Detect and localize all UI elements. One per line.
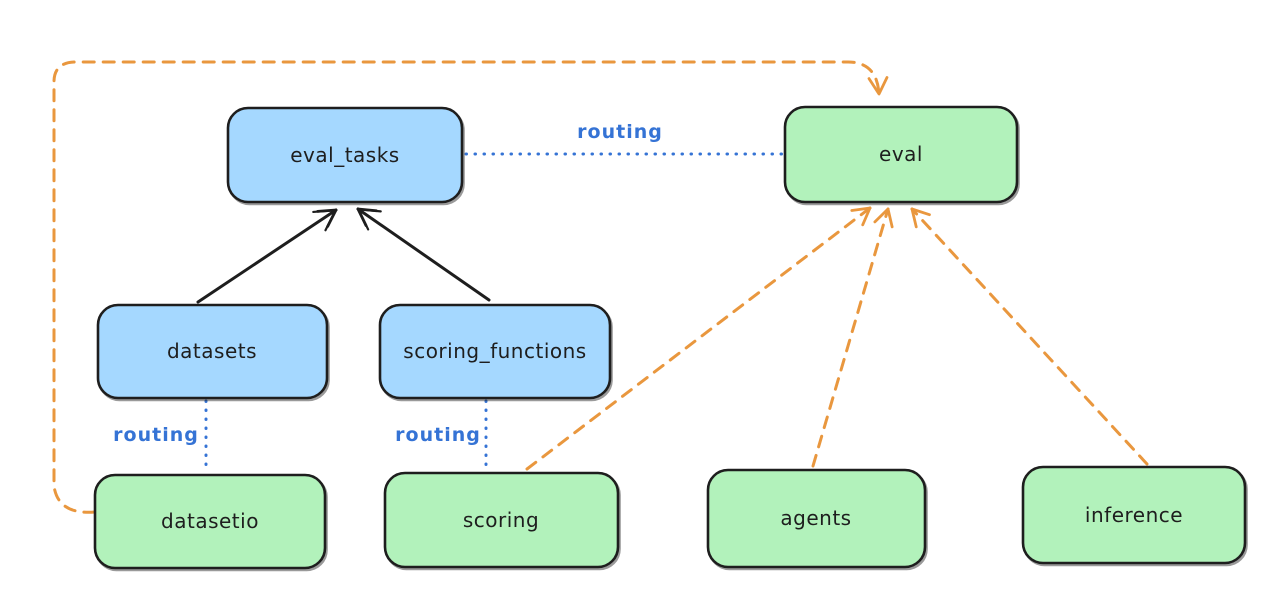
node-eval: eval xyxy=(783,105,1020,206)
node-inference-label: inference xyxy=(1085,503,1183,527)
edge-scoring_functions-to-eval_tasks xyxy=(356,207,491,302)
node-scoring-label: scoring xyxy=(463,508,539,532)
node-agents-box xyxy=(706,468,927,569)
node-eval-box xyxy=(783,105,1019,204)
node-scoring-box xyxy=(383,471,620,569)
node-datasets-label: datasets xyxy=(167,339,257,363)
node-datasetio-label: datasetio xyxy=(161,509,259,533)
node-scoring_functions-label: scoring_functions xyxy=(403,339,586,363)
node-scoring_functions-box xyxy=(378,303,612,400)
node-eval_tasks-label: eval_tasks xyxy=(290,143,399,167)
node-datasetio: datasetio xyxy=(93,473,328,572)
edge-datasets-to-eval_tasks xyxy=(196,208,338,304)
node-datasets: datasets xyxy=(96,303,330,402)
node-agents-label: agents xyxy=(780,506,851,530)
node-inference: inference xyxy=(1021,465,1248,567)
edge-scoring-to-eval xyxy=(525,206,872,471)
edge-label-routing-top: routing xyxy=(577,121,663,143)
node-eval_tasks-box xyxy=(226,106,464,204)
edge-label-routing-left: routing xyxy=(113,424,199,446)
node-agents: agents xyxy=(706,468,928,571)
edge-datasetio-to-eval xyxy=(52,60,889,514)
node-datasetio-box xyxy=(93,473,327,570)
node-inference-box xyxy=(1021,465,1247,565)
node-scoring_functions: scoring_functions xyxy=(378,303,613,402)
node-scoring: scoring xyxy=(383,471,621,571)
node-datasets-box xyxy=(96,303,329,400)
node-eval_tasks: eval_tasks xyxy=(226,106,465,206)
node-eval-label: eval xyxy=(879,142,923,166)
edge-label-routing-middle: routing xyxy=(395,424,481,446)
edge-inference-to-eval xyxy=(910,207,1149,466)
edge-agents-to-eval xyxy=(811,207,894,468)
